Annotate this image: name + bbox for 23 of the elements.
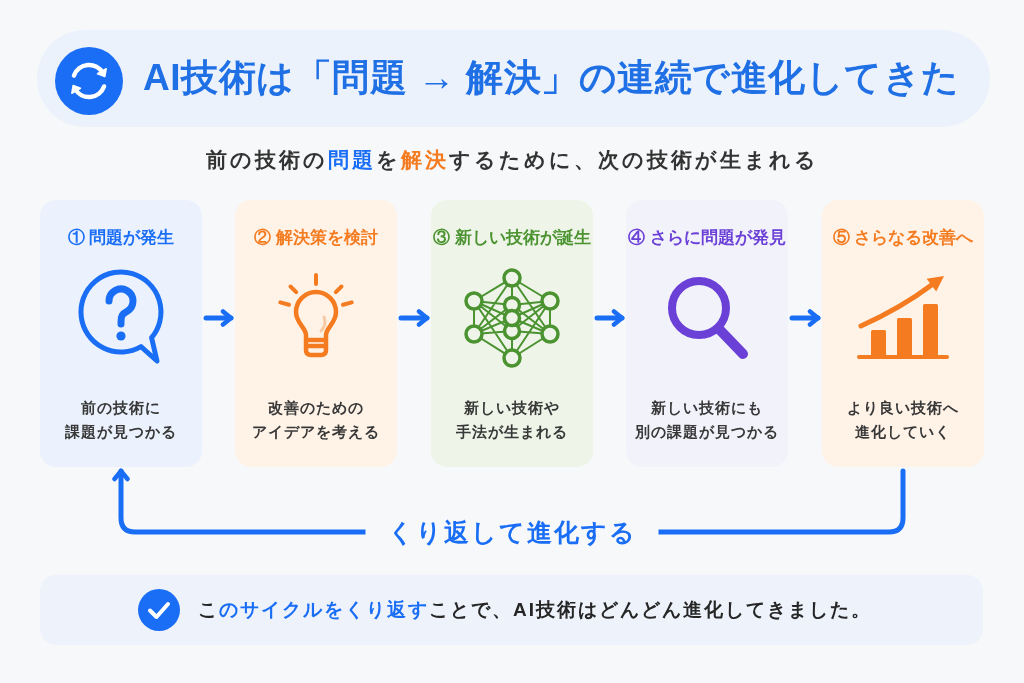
subtitle-text: 前の技術の問題を解決するために、次の技術が生まれる <box>204 147 820 173</box>
step-heading: ③ 新しい技術が誕生 <box>432 227 592 248</box>
arrow <box>398 309 430 327</box>
arrow <box>594 309 625 327</box>
step-description: より良い技術へ進化していく <box>846 398 960 442</box>
step-card <box>40 200 202 467</box>
step-heading: ④ さらに問題が発見 <box>627 227 787 248</box>
title-text: AI技術は「問題 → 解決」の連続で進化してきた <box>143 56 960 100</box>
step-description: 新しい技術や手法が生まれる <box>455 398 569 442</box>
step-description: 前の技術に課題が見つかる <box>64 398 178 442</box>
step-heading: ① 問題が発生 <box>66 227 176 248</box>
step-description: 新しい技術にも別の課題が見つかる <box>634 398 780 442</box>
step-card <box>626 200 788 467</box>
arrow <box>789 309 821 327</box>
step-card <box>431 200 593 467</box>
step-heading: ⑤ さらなる改善へ <box>831 227 975 248</box>
step-card <box>822 200 984 467</box>
arrow <box>203 309 234 327</box>
summary-text: このサイクルをくり返すことで、AI技術はどんどん進化してきました。 <box>198 598 872 622</box>
step-description: 改善のためのアイデアを考える <box>251 398 381 442</box>
step-heading: ② 解決策を検討 <box>253 227 379 248</box>
summary-banner <box>40 575 983 645</box>
step-card <box>235 200 397 467</box>
